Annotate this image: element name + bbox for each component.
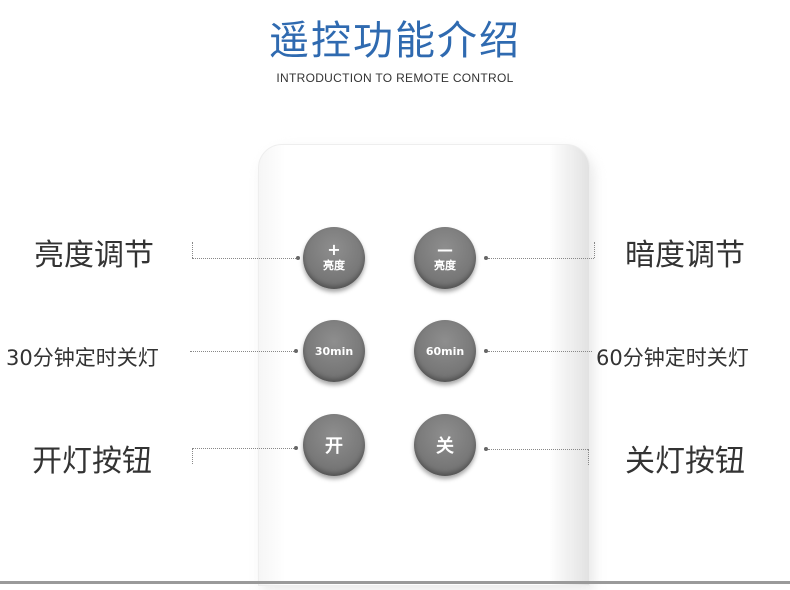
leader-line — [190, 351, 296, 352]
brightness-up-button-label: 亮度 — [323, 259, 345, 272]
brightness-down-button[interactable]: — 亮度 — [414, 227, 476, 289]
leader-tick — [594, 242, 595, 258]
leader-dot — [294, 349, 298, 353]
leader-line — [488, 351, 592, 352]
timer-30-button-label: 30min — [314, 344, 354, 358]
brightness-up-description: 亮度调节 — [34, 238, 154, 273]
leader-dot — [294, 446, 298, 450]
leader-line — [192, 258, 298, 259]
page-subtitle: INTRODUCTION TO REMOTE CONTROL — [276, 71, 514, 85]
timer-30-description: 30分钟定时关灯 — [6, 346, 159, 370]
timer-60-button[interactable]: 60min — [414, 320, 476, 382]
power-on-description: 开灯按钮 — [32, 444, 152, 479]
power-off-button-label: 关 — [436, 436, 454, 457]
remote-side-edge — [570, 150, 586, 584]
power-off-button[interactable]: 关 — [414, 414, 476, 476]
leader-tick — [192, 242, 193, 258]
leader-dot — [484, 256, 488, 260]
timer-60-button-label: 60min — [425, 344, 465, 358]
leader-dot — [484, 447, 488, 451]
brightness-down-description: 暗度调节 — [625, 238, 745, 273]
page-title: 遥控功能介绍 — [269, 18, 521, 64]
leader-line — [192, 448, 296, 449]
leader-tick — [192, 448, 193, 464]
brightness-down-button-label: 亮度 — [434, 259, 456, 272]
timer-30-button[interactable]: 30min — [303, 320, 365, 382]
bottom-divider — [0, 581, 790, 584]
plus-icon: + — [327, 240, 341, 259]
timer-60-description: 60分钟定时关灯 — [596, 346, 749, 370]
leader-line — [488, 449, 588, 450]
brightness-up-button[interactable]: + 亮度 — [303, 227, 365, 289]
leader-line — [488, 258, 594, 259]
leader-dot — [296, 256, 300, 260]
power-on-button-label: 开 — [325, 436, 343, 457]
leader-tick — [588, 449, 589, 465]
minus-icon: — — [437, 240, 453, 259]
power-off-description: 关灯按钮 — [625, 444, 745, 479]
leader-dot — [484, 349, 488, 353]
power-on-button[interactable]: 开 — [303, 414, 365, 476]
